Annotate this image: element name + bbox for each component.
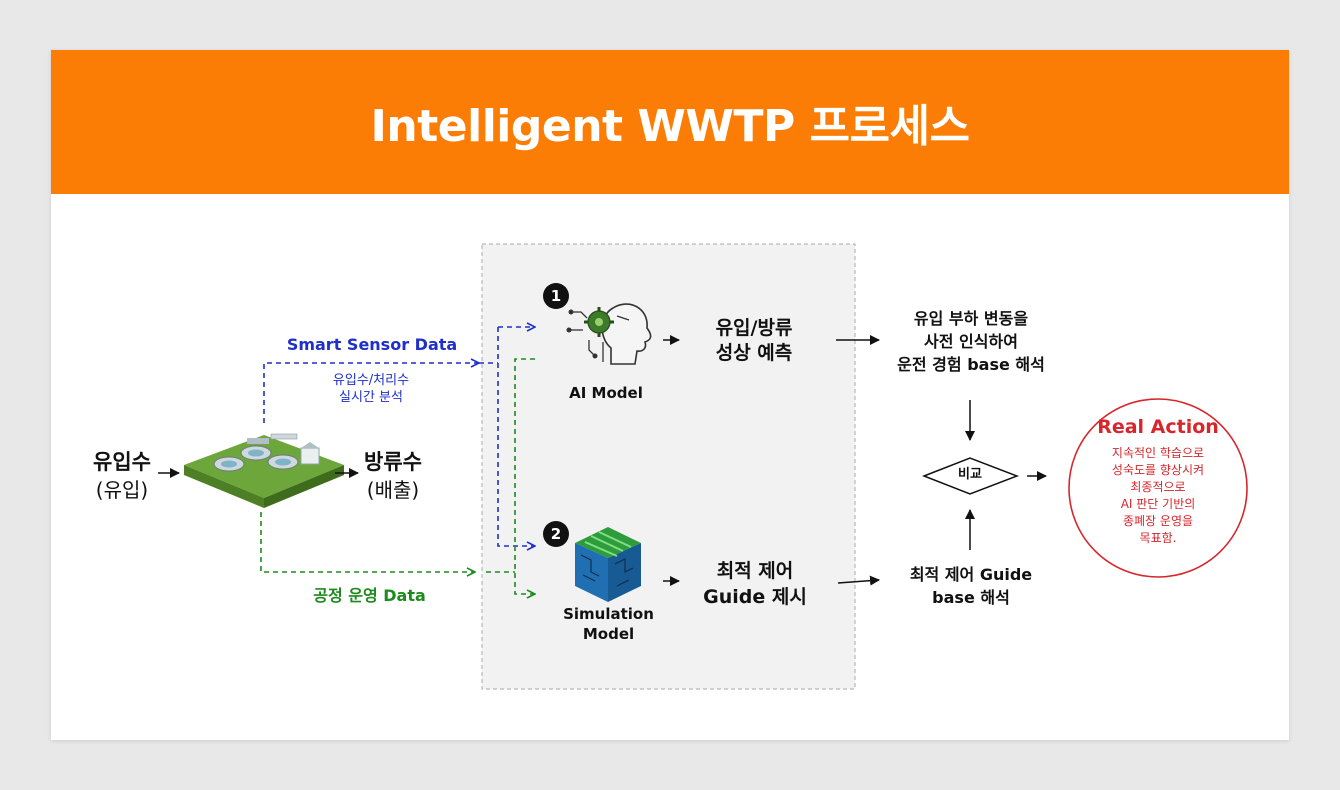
process-data-flow	[260, 358, 535, 594]
real-action-line5: 종폐장 운영을	[1122, 514, 1194, 528]
sim-model-label2: Model	[582, 625, 635, 643]
sim-output-line1: 최적 제어	[716, 560, 794, 582]
outflow-label: 방류수	[364, 450, 422, 474]
real-action-circle	[1068, 398, 1248, 578]
compare-label: 비교	[958, 467, 982, 482]
process-flow-diagram	[158, 243, 1248, 690]
real-action-line4: AI 판단 기반의	[1120, 497, 1196, 511]
model-group-box	[481, 243, 856, 690]
smart-sensor-sub1: 유입수/처리수	[332, 373, 410, 388]
treatment-plant-icon	[184, 433, 344, 508]
sim-model-label1: Simulation	[563, 605, 654, 623]
inflow-label: 유입수	[93, 450, 151, 474]
process-data-label: 공정 운영 Data	[313, 586, 426, 605]
ai-result-line3: 운전 경험 base 해석	[897, 355, 1045, 374]
compare-diamond	[921, 457, 1020, 495]
ai-model-label: AI Model	[569, 384, 643, 402]
sim-output-line2: Guide 제시	[703, 586, 807, 608]
smart-sensor-sub2: 실시간 분석	[339, 390, 403, 405]
slide-card: Intelligent WWTP 프로세스	[51, 50, 1289, 740]
smart-sensor-label: Smart Sensor Data	[286, 335, 458, 354]
sim-model-number-badge	[543, 521, 569, 547]
sim-to-result-arrow	[837, 575, 880, 586]
real-action-line2: 성숙도를 향상시켜	[1111, 463, 1205, 477]
ai-model-number-badge	[543, 283, 569, 309]
ai-head-icon	[566, 303, 652, 365]
smart-sensor-flow	[263, 327, 535, 546]
sim-result-line2: base 해석	[932, 588, 1010, 607]
sim-result-line1: 최적 제어 Guide	[909, 565, 1033, 584]
ai-output-line2: 성상 예측	[715, 342, 793, 364]
ai-result-line2: 사전 인식하여	[924, 332, 1018, 351]
simulation-cube-icon	[575, 527, 641, 602]
ai-output-line1: 유입/방류	[715, 317, 793, 339]
title-banner: Intelligent WWTP 프로세스	[51, 50, 1289, 194]
ai-model-number: 1	[550, 287, 562, 305]
ai-result-line1: 유입 부하 변동을	[913, 309, 1029, 328]
inflow-sub-label: (유입)	[95, 478, 149, 502]
page-title: Intelligent WWTP 프로세스	[370, 101, 970, 152]
outflow-sub-label: (배출)	[366, 478, 420, 502]
real-action-line6: 목표함.	[1139, 531, 1177, 545]
sim-model-number: 2	[550, 525, 562, 543]
real-action-line3: 최종적으로	[1130, 480, 1186, 494]
real-action-title: Real Action	[1097, 416, 1219, 438]
real-action-line1: 지속적인 학습으로	[1111, 446, 1205, 460]
